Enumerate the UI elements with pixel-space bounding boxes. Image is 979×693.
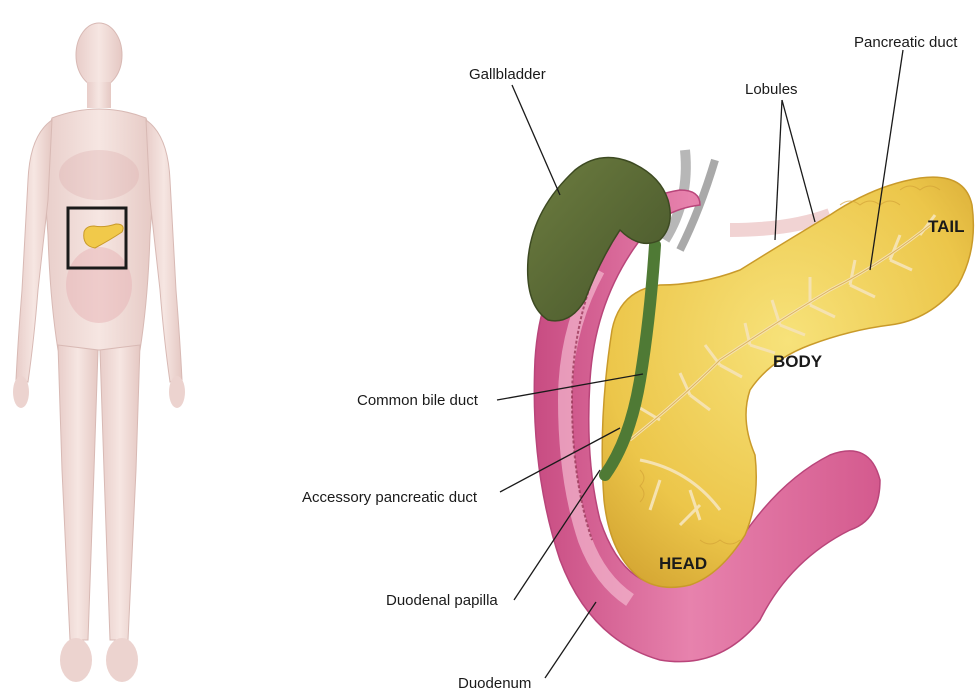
human-body-figure	[13, 23, 185, 682]
leader-lobules-b	[782, 100, 815, 222]
label-duodenum: Duodenum	[458, 675, 531, 692]
label-accessory-pancreatic-duct: Accessory pancreatic duct	[302, 489, 478, 506]
label-lobules: Lobules	[745, 81, 798, 98]
label-gallbladder: Gallbladder	[469, 66, 546, 83]
region-label-tail: TAIL	[928, 217, 965, 236]
region-label-body: BODY	[773, 352, 823, 371]
label-duodenal-papilla: Duodenal papilla	[386, 592, 498, 609]
leader-duodenum	[545, 602, 596, 678]
region-label-head: HEAD	[659, 554, 707, 573]
leader-gallbladder	[512, 85, 560, 195]
label-common-bile-duct: Common bile duct	[357, 392, 479, 409]
label-pancreatic-duct: Pancreatic duct	[854, 34, 958, 51]
leader-lobules-a	[775, 100, 782, 240]
